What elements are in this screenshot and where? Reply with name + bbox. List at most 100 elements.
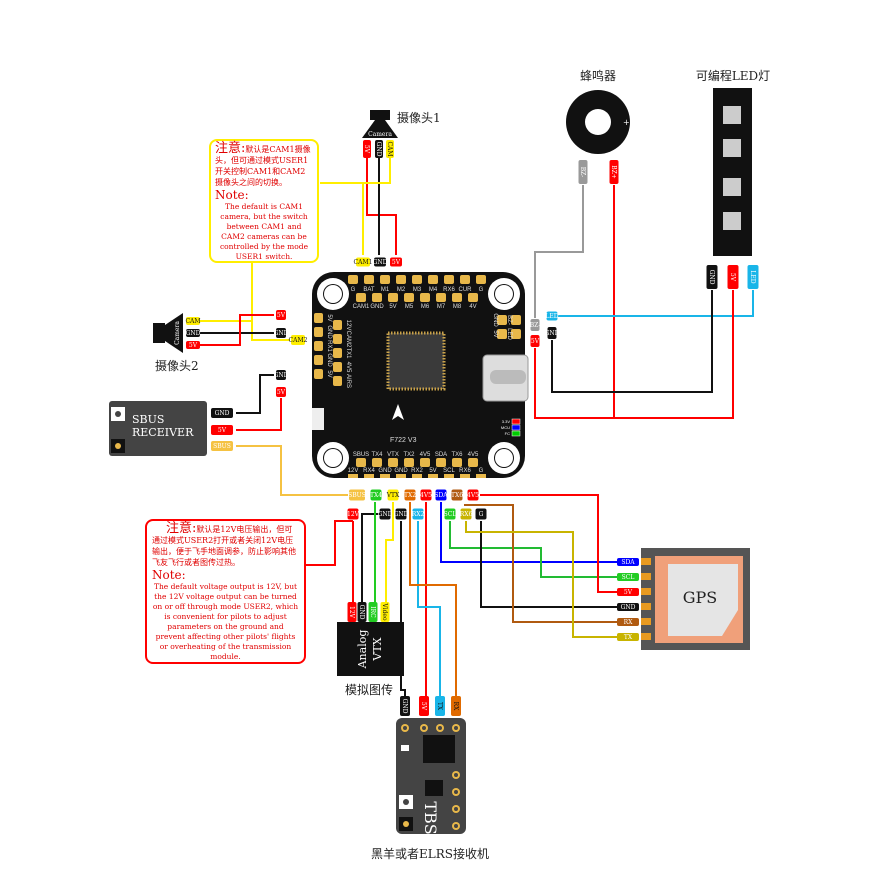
status-led-label: MCU [501,425,510,430]
wire-label-text: TX4 [370,492,382,499]
wire-bz-plus [534,185,615,419]
wire-label-text: GND [708,270,715,285]
wire-label-text: SDA [434,492,448,499]
wire-label-5v: 5V [727,265,739,289]
wire-label-text: G [479,511,484,518]
wire-label-bz-: BZ+ [609,160,619,184]
note-12v-output: 注意:默认是12V电压输出，但可通过模式USER2打开或者关闭12V电压输出，便… [145,519,306,664]
fc-pad [428,474,438,478]
fc-pad [372,458,382,467]
note1-heading-cn: 注意: [215,141,246,156]
wire-label-text: Video [381,602,388,621]
wire-label-text: 5V [363,145,370,154]
wire-label-5v: 5V [419,696,429,716]
wire-label-tx6: TX6 [451,489,463,501]
fc-pad [412,275,422,284]
boot-button[interactable] [312,408,324,430]
note2-body-cn: 默认是12V电压输出，但可通过模式USER2打开或者关闭12V电压输出，便于飞手… [152,525,296,567]
fc-pad [511,329,521,339]
wires [200,158,754,701]
wire-sbus-sbus [236,445,348,496]
wire-label-cam: CAM [386,140,394,158]
wire-label-gnd: GND [186,329,201,337]
fc-pad-label: M6 [421,304,430,310]
wire-label-tx: TX [435,696,445,716]
wire-label-gnd: GND [211,408,233,418]
wire-sbus-5v [236,398,282,431]
fc-pad [412,474,422,478]
wire-label-text: CAM1 [354,259,373,266]
fc-pad-label: SCL [443,468,455,474]
wire-label-rx: RX [617,618,639,626]
fc-pad-label: RX4 [363,468,375,474]
wire-label-cam2: CAM2 [289,335,308,345]
wire-label-text: GND [373,259,388,266]
fc-pad-label: GND [492,313,498,327]
vtx-label: 模拟图传 [345,682,393,697]
wire-label-scl: SCL [444,508,456,520]
wire-label-text: 5V [189,342,198,349]
fc-pad-label: 5V [492,330,498,337]
wire-label-text: GND [545,330,560,337]
wire-label-text: 5V [277,312,286,319]
fc-pad-label: 5V [326,370,332,377]
wire-label-5v: 5V [276,387,286,397]
wire-label-text: 5V [277,389,286,396]
wire-gps-5v [480,494,620,593]
wire-label-12v: 12V [347,602,357,622]
fc-pad-label: M3 [413,287,422,293]
fc-pad-label: RX6 [459,468,471,474]
wire-label-tx2: TX2 [404,489,416,501]
wire-label-text: GND [375,142,382,157]
wire-label-g: G [475,508,487,520]
note2-text-cn: 注意:默认是12V电压输出，但可通过模式USER2打开或者关闭12V电压输出，便… [152,522,299,568]
camera1-icon-text: Camera [368,131,392,138]
fc-pad-label: 5V [326,314,332,321]
wire-label-text: BZ- [530,322,541,329]
wire-label-gnd: GND [378,508,393,520]
wire-label-text: 5V [729,273,736,282]
wire-label-text: CAM [386,141,393,156]
status-led [511,424,521,431]
wire-label-text: BZ- [579,167,586,178]
fc-pad-label: M2 [397,287,406,293]
wire-label-text: RX6 [460,511,473,518]
wire-label-text: LED [545,313,558,320]
fc-pad [436,458,446,467]
fc-model: F722 V3 [390,437,417,444]
wire-label-gnd: GND [617,603,639,611]
buzzer: 蜂鸣器 + [566,68,630,154]
fc-pad [460,275,470,284]
wire-label-text: GND [186,330,201,337]
fc-pad-label: GND [326,353,332,367]
wire-label-12v: 12V [347,508,360,520]
fc-pad [380,275,390,284]
mcu-chip [386,331,446,391]
fc-pad-label: RX2 [411,468,423,474]
fc-pad [452,293,462,302]
fc-pad [420,293,430,302]
wire-label-text: LED [749,270,756,283]
analog-vtx: Analog VTX 模拟图传 [337,622,404,697]
wire-label-led: LED [545,311,559,321]
fc-pad-label: SBUS [353,452,369,458]
fc-pad [364,275,374,284]
fc-pad [348,275,358,284]
note2-body-en: The default voltage output is 12V, but t… [152,582,299,661]
fc-pad [444,275,454,284]
wire-label-tx: TX [617,633,639,641]
wire-label-5v: 5V [530,335,540,347]
note1-body-cn: 默认是CAM1摄像头，但可通过模式USER1开关控制CAM1和CAM2摄像头之间… [215,145,311,187]
wire-label-5v: 5V [363,140,371,158]
status-led-label: FC [505,431,510,436]
wire-label-text: GND [358,605,365,620]
wire-label-text: CAM2 [289,337,308,344]
fc-pad-label: M5 [405,304,414,310]
wire-cam2-cam [200,262,290,341]
wire-label-sda: SDA [617,558,639,566]
fc-pad [372,293,382,302]
fc-pad [348,474,358,478]
wire-label-text: TX6 [451,492,463,499]
fc-pad-label: G [479,468,484,474]
